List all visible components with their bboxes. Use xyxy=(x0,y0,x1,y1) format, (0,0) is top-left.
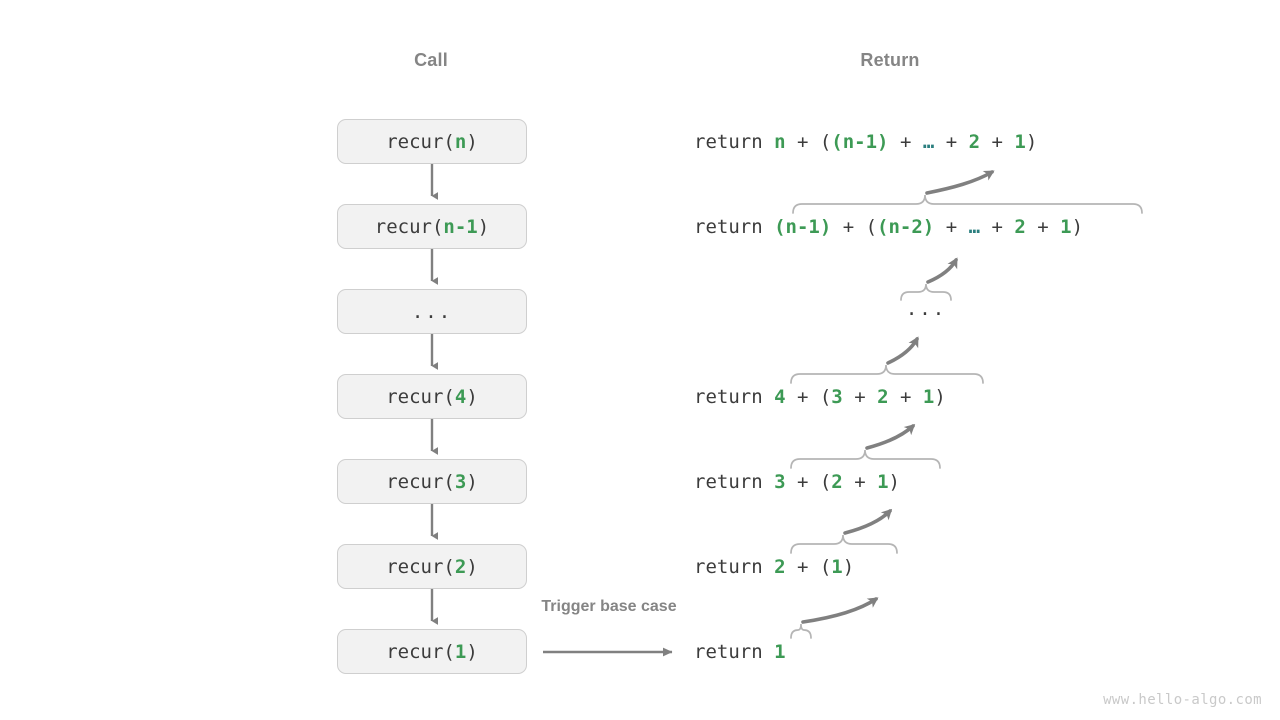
call-box-paren: ) xyxy=(466,130,478,153)
return-token: ) xyxy=(842,555,855,578)
call-box-fn: recur( xyxy=(386,130,455,153)
watermark: www.hello-algo.com xyxy=(1103,692,1262,708)
arrow-n1-to-n xyxy=(925,170,995,195)
call-box-4: recur(4) xyxy=(337,374,527,419)
return-token: 1 xyxy=(877,470,889,493)
call-box-ellipsis: ... xyxy=(337,289,527,334)
brace-row-1 xyxy=(790,623,812,639)
call-box-1: recur(1) xyxy=(337,629,527,674)
return-token: 2 xyxy=(1014,215,1026,238)
return-token: 1 xyxy=(774,640,786,663)
return-expression: n + ((n-1) + … + 2 + 1) xyxy=(774,131,1037,153)
return-token: 2 xyxy=(831,470,843,493)
return-token: 1 xyxy=(831,555,843,578)
call-box-argument: 3 xyxy=(454,470,467,493)
return-token: n xyxy=(774,130,786,153)
call-box-paren: ) xyxy=(466,385,478,408)
call-box-fn: recur( xyxy=(374,215,444,238)
return-ellipsis-row: ... xyxy=(905,298,947,320)
call-box-fn: recur( xyxy=(386,640,455,663)
return-token: + xyxy=(842,385,878,408)
return-token: (n-1) xyxy=(831,130,889,153)
return-keyword: return xyxy=(694,640,775,663)
return-line: return 3 + (2 + 1) xyxy=(694,459,900,504)
call-box-paren: ) xyxy=(466,555,478,578)
call-box-n-1: recur(n-1) xyxy=(337,204,527,249)
return-token: 2 xyxy=(877,385,889,408)
return-token: (n-1) xyxy=(774,215,832,238)
call-box-n: recur(n) xyxy=(337,119,527,164)
call-box-argument: 2 xyxy=(454,555,467,578)
return-token: 2 xyxy=(774,555,786,578)
call-box-paren: ) xyxy=(477,215,490,238)
return-token: 1 xyxy=(1060,215,1072,238)
return-token: ) xyxy=(1071,215,1084,238)
return-line: return n + ((n-1) + … + 2 + 1) xyxy=(694,119,1037,164)
return-token: + ( xyxy=(831,215,878,238)
column-header-call: Call xyxy=(414,50,448,70)
arrow-2-to-3 xyxy=(843,508,893,535)
call-box-argument: 1 xyxy=(454,640,467,663)
return-token: + xyxy=(934,130,969,153)
return-line: return (n-1) + ((n-2) + … + 2 + 1) xyxy=(694,204,1083,249)
column-header-return: Return xyxy=(860,50,920,70)
call-box-paren: ) xyxy=(466,470,478,493)
return-keyword: return xyxy=(694,470,775,493)
return-token: ) xyxy=(888,470,900,493)
return-keyword: return xyxy=(694,130,775,153)
call-box-fn: recur( xyxy=(386,555,455,578)
return-line: return 1 xyxy=(694,629,786,674)
return-line: return 2 + (1) xyxy=(694,544,854,589)
call-box-label: ... xyxy=(411,300,453,323)
call-box-fn: recur( xyxy=(386,470,455,493)
call-box-argument: 4 xyxy=(454,385,467,408)
return-keyword: return xyxy=(694,555,775,578)
return-expression: 1 xyxy=(774,641,785,663)
call-box-paren: ) xyxy=(466,640,478,663)
return-line: return 4 + (3 + 2 + 1) xyxy=(694,374,946,419)
return-token: 2 xyxy=(968,130,981,153)
arrow-1-to-2 xyxy=(801,597,879,624)
return-token: + ( xyxy=(785,130,832,153)
return-token: + xyxy=(980,215,1015,238)
return-token: 1 xyxy=(1014,130,1026,153)
return-token: 3 xyxy=(774,470,786,493)
return-token: (n-2) xyxy=(877,215,935,238)
arrow-dots-to-n2 xyxy=(926,257,958,284)
return-token: + xyxy=(980,130,1015,153)
arrow-3-to-4 xyxy=(865,423,916,450)
return-token: ) xyxy=(934,385,946,408)
return-token: … xyxy=(922,130,935,153)
return-token: 1 xyxy=(922,385,935,408)
return-token: + ( xyxy=(785,385,832,408)
return-token: + xyxy=(888,385,923,408)
call-box-3: recur(3) xyxy=(337,459,527,504)
arrow-4-to-dots xyxy=(886,336,919,365)
return-expression: 3 + (2 + 1) xyxy=(774,471,900,493)
return-token: 3 xyxy=(831,385,843,408)
return-keyword: return xyxy=(694,215,775,238)
return-token: + xyxy=(1025,215,1061,238)
return-token: + ( xyxy=(785,555,832,578)
return-token: + ( xyxy=(785,470,832,493)
return-expression: 4 + (3 + 2 + 1) xyxy=(774,386,946,408)
trigger-base-case-label: Trigger base case xyxy=(541,598,677,615)
return-token: + xyxy=(842,470,878,493)
return-token: + xyxy=(934,215,969,238)
return-expression: 2 + (1) xyxy=(774,556,854,578)
return-token: 4 xyxy=(774,385,786,408)
return-token: … xyxy=(968,215,981,238)
call-box-argument: n-1 xyxy=(443,215,478,238)
return-expression: (n-1) + ((n-2) + … + 2 + 1) xyxy=(774,216,1083,238)
call-box-2: recur(2) xyxy=(337,544,527,589)
return-token: + xyxy=(888,130,923,153)
return-keyword: return xyxy=(694,385,775,408)
call-box-fn: recur( xyxy=(386,385,455,408)
return-token: ) xyxy=(1025,130,1038,153)
call-box-argument: n xyxy=(454,130,467,153)
